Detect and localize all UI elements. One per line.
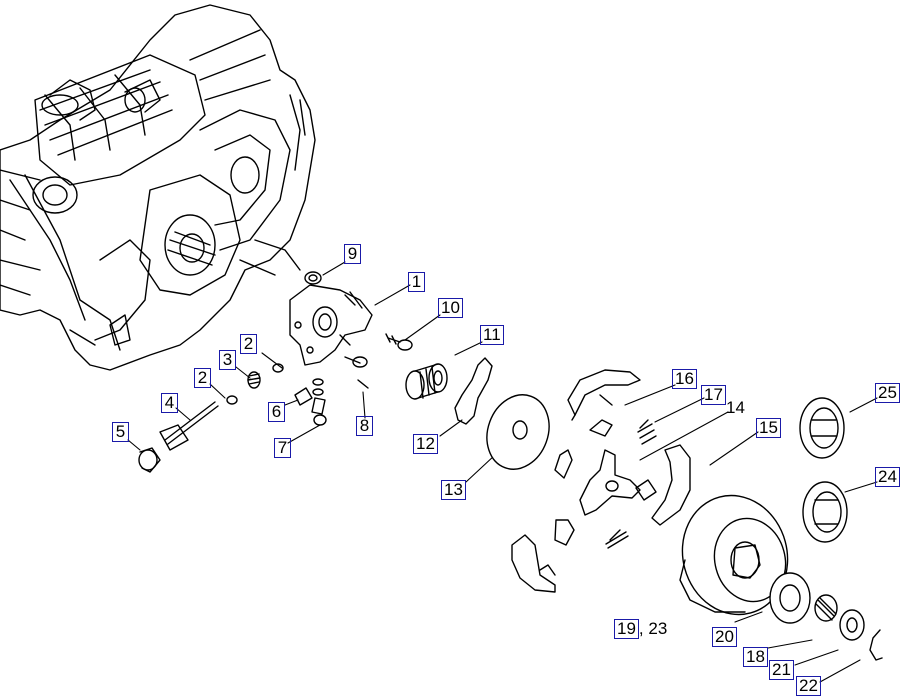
part-21-washer bbox=[839, 609, 865, 641]
callout-20[interactable]: 20 bbox=[712, 627, 737, 647]
callout-25-label[interactable]: 25 bbox=[875, 383, 900, 403]
callout-14[interactable]: 14 bbox=[726, 398, 745, 417]
callout-19-23[interactable]: 19, 23 bbox=[614, 619, 667, 639]
callout-22[interactable]: 22 bbox=[796, 676, 821, 696]
pump-screw bbox=[344, 356, 368, 368]
callout-16[interactable]: 16 bbox=[672, 369, 697, 389]
callout-2-lower-label[interactable]: 2 bbox=[194, 368, 211, 388]
callout-15[interactable]: 15 bbox=[756, 418, 781, 438]
callout-7-label[interactable]: 7 bbox=[274, 438, 291, 458]
callout-23-label: , 23 bbox=[638, 619, 668, 638]
part-19-clutch-drum bbox=[679, 494, 789, 616]
callout-18[interactable]: 18 bbox=[743, 647, 768, 667]
callout-21[interactable]: 21 bbox=[769, 660, 794, 680]
part-12-spring bbox=[454, 357, 493, 425]
part-20-sprocket bbox=[769, 572, 811, 624]
callout-8[interactable]: 8 bbox=[356, 416, 373, 436]
callout-14-label[interactable]: 14 bbox=[726, 398, 745, 417]
part-1-oil-pump bbox=[289, 284, 373, 366]
leader-lines bbox=[127, 261, 878, 683]
callout-1[interactable]: 1 bbox=[408, 272, 425, 292]
callout-1-label[interactable]: 1 bbox=[408, 272, 425, 292]
part-24-rim-sprocket bbox=[802, 481, 848, 543]
callout-6[interactable]: 6 bbox=[268, 402, 285, 422]
part-9-sleeve bbox=[304, 271, 322, 285]
callout-2-lower[interactable]: 2 bbox=[194, 368, 211, 388]
callout-25[interactable]: 25 bbox=[875, 383, 900, 403]
callout-20-label[interactable]: 20 bbox=[712, 627, 737, 647]
callout-10-label[interactable]: 10 bbox=[438, 298, 463, 318]
callout-11[interactable]: 11 bbox=[480, 325, 504, 345]
callout-9[interactable]: 9 bbox=[344, 244, 361, 264]
callout-10[interactable]: 10 bbox=[438, 298, 463, 318]
callout-22-label[interactable]: 22 bbox=[796, 676, 821, 696]
callout-5-label[interactable]: 5 bbox=[112, 422, 129, 442]
callout-12-label[interactable]: 12 bbox=[413, 434, 438, 454]
callout-4[interactable]: 4 bbox=[161, 393, 178, 413]
clutch-shoe-lower bbox=[511, 534, 556, 593]
small-parts bbox=[138, 363, 369, 473]
part-11-worm bbox=[405, 363, 448, 400]
callout-3-label[interactable]: 3 bbox=[219, 350, 236, 370]
part-22-eclip bbox=[869, 629, 883, 661]
callout-13-label[interactable]: 13 bbox=[441, 480, 466, 500]
callout-24[interactable]: 24 bbox=[875, 467, 900, 487]
callout-15-label[interactable]: 15 bbox=[756, 418, 781, 438]
callout-8-label[interactable]: 8 bbox=[356, 416, 373, 436]
part-18-needle-cage bbox=[814, 594, 838, 622]
callout-21-label[interactable]: 21 bbox=[769, 660, 794, 680]
callout-3[interactable]: 3 bbox=[219, 350, 236, 370]
callout-2-upper[interactable]: 2 bbox=[240, 334, 257, 354]
part-15-shoe bbox=[651, 444, 691, 526]
callout-11-label[interactable]: 11 bbox=[480, 325, 504, 345]
callout-24-label[interactable]: 24 bbox=[875, 467, 900, 487]
callout-9-label[interactable]: 9 bbox=[344, 244, 361, 264]
part-14-carrier bbox=[554, 449, 657, 549]
callout-12[interactable]: 12 bbox=[413, 434, 438, 454]
callout-7[interactable]: 7 bbox=[274, 438, 291, 458]
callout-17-label[interactable]: 17 bbox=[701, 385, 726, 405]
engine-housing bbox=[0, 4, 316, 371]
callout-5[interactable]: 5 bbox=[112, 422, 129, 442]
part-17-spring bbox=[637, 419, 657, 445]
part-25-rim-sprocket bbox=[799, 397, 845, 459]
callout-6-label[interactable]: 6 bbox=[268, 402, 285, 422]
part-10-screw bbox=[385, 333, 413, 351]
callout-4-label[interactable]: 4 bbox=[161, 393, 178, 413]
callout-16-label[interactable]: 16 bbox=[672, 369, 697, 389]
part-13-disc bbox=[486, 394, 550, 470]
callout-17[interactable]: 17 bbox=[701, 385, 726, 405]
callout-2-upper-label[interactable]: 2 bbox=[240, 334, 257, 354]
callout-13[interactable]: 13 bbox=[441, 480, 466, 500]
part-16-shoe bbox=[567, 369, 641, 437]
callout-19-label[interactable]: 19 bbox=[614, 619, 639, 639]
callout-18-label[interactable]: 18 bbox=[743, 647, 768, 667]
